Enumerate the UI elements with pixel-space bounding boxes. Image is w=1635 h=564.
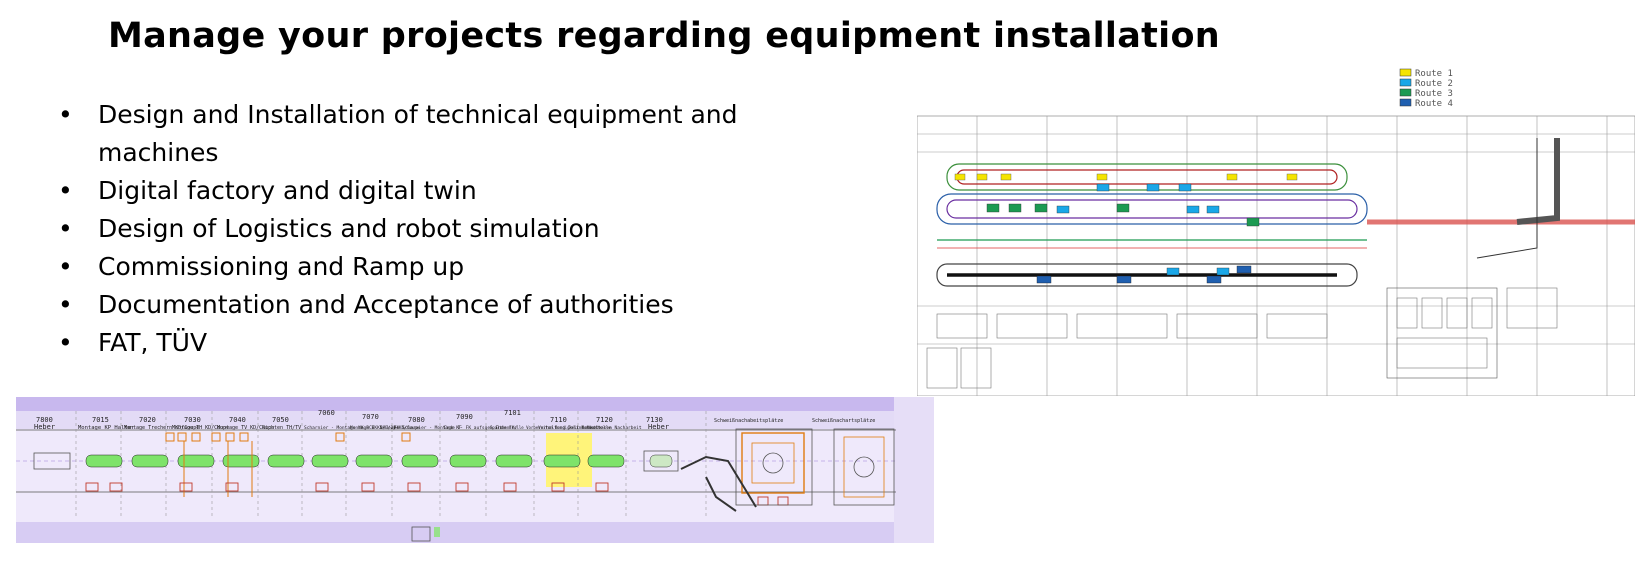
station-code: 7040 <box>229 416 246 424</box>
station-code: 7120 <box>596 416 613 424</box>
factory-layout-drawing: Route 1 Route 2 Route 3 Route 4 <box>916 68 1635 397</box>
route-2-carriers <box>1056 183 1230 276</box>
bullet-item: Design of Logistics and robot simulation <box>58 210 778 248</box>
fixtures <box>165 432 805 497</box>
bullet-item: Design and Installation of technical equ… <box>58 96 778 172</box>
station-name: Montage Trechern KD/Coupe <box>124 425 199 431</box>
equipment-cells <box>926 287 1558 389</box>
bullet-item: Commissioning and Ramp up <box>58 248 778 286</box>
slide-title: Manage your projects regarding equipment… <box>108 16 1221 56</box>
route-legend-label-3: Route 3 <box>1415 89 1453 99</box>
factory-layout-svg: Route 1 Route 2 Route 3 Route 4 <box>916 68 1635 397</box>
station-code: 7101 <box>504 409 521 417</box>
zone-label: Schweißnachartsplätze <box>812 418 875 424</box>
route-4-carriers <box>1036 265 1252 284</box>
route-legend-swatch-2 <box>1399 78 1412 87</box>
station-code: 7110 <box>550 416 567 424</box>
station-name: Montage HK NAH/2P KD/Coupe <box>350 425 421 431</box>
station-name: Heber <box>648 423 669 431</box>
bullet-item: Documentation and Acceptance of authorit… <box>58 286 778 324</box>
station-name: Richten TH/TV <box>262 425 301 431</box>
bullet-item: FAT, TÜV <box>58 324 778 362</box>
station-labels: 7800 Heber 7015 Montage KP Halter 7020 M… <box>34 409 875 431</box>
route-1-carriers <box>954 173 1298 181</box>
assembly-line-svg: 7800 Heber 7015 Montage KP Halter 7020 M… <box>16 397 934 543</box>
route-legend-label-2: Route 2 <box>1415 79 1453 89</box>
assembly-line-plan: 7800 Heber 7015 Montage KP Halter 7020 M… <box>16 397 934 543</box>
station-name: Montage TV KD/Coupe <box>217 425 274 431</box>
station-name: Montage KP Halter <box>78 425 135 431</box>
station-name: Ende T- FK aufsgen Ende FK/ <box>444 425 517 431</box>
station-name: Spaltkontrolle Vorbereiten Bendigkeit Me… <box>490 425 601 430</box>
route-legend-swatch-3 <box>1399 88 1412 97</box>
station-code: 7070 <box>362 413 379 421</box>
route-legend-label-4: Route 4 <box>1415 99 1453 109</box>
welding-rework-cells <box>680 428 895 512</box>
station-name: Scharnier - Montage HK BCE KD/Coupe <box>304 425 399 431</box>
station-name: Lackettasen Nacharbeit <box>582 425 642 431</box>
station-name: Vorhaltung Inline Messtelle <box>538 425 611 431</box>
route-legend: Route 1 Route 2 Route 3 Route 4 <box>1399 68 1453 109</box>
station-code: 7020 <box>139 416 156 424</box>
station-code: 7080 <box>408 416 425 424</box>
bullet-item: Digital factory and digital twin <box>58 172 778 210</box>
route-legend-label-1: Route 1 <box>1415 69 1453 79</box>
station-code: 7130 <box>646 416 663 424</box>
column-grid <box>916 115 1635 397</box>
station-code: 7015 <box>92 416 109 424</box>
route-legend-swatch-1 <box>1399 68 1412 77</box>
route-3-carriers <box>986 203 1260 227</box>
zone-label: Schweißnachabeitsplätze <box>714 418 783 424</box>
station-name: Montage TH KD/Coupe <box>172 425 229 431</box>
station-name: FK Scharnier - Montage KF <box>394 425 462 431</box>
bullet-list: Design and Installation of technical equ… <box>58 96 778 362</box>
car-body-carriers <box>33 450 679 472</box>
station-code: 7800 <box>36 416 53 424</box>
station-code: 7060 <box>318 409 335 417</box>
station-code: 7030 <box>184 416 201 424</box>
station-name: Heber <box>34 423 55 431</box>
station-code: 7090 <box>456 413 473 421</box>
station-code: 7050 <box>272 416 289 424</box>
route-legend-swatch-4 <box>1399 98 1412 107</box>
